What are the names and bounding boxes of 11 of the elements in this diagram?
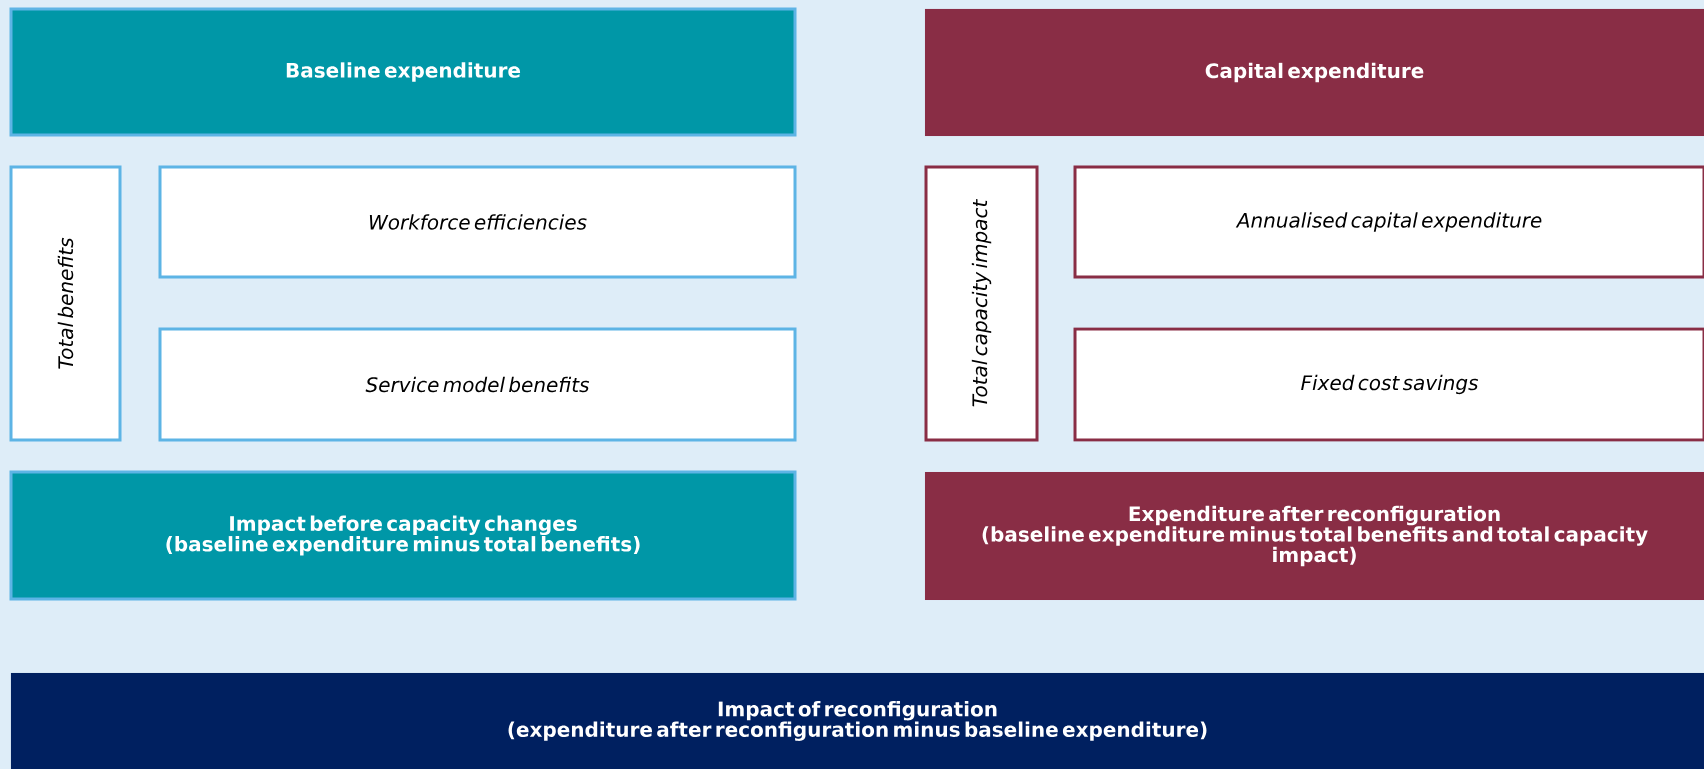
side-label-box: Total benefits	[9, 165, 122, 442]
item-box: Fixed cost savings	[1073, 327, 1704, 442]
result-box: Impact before capacity changes (baseline expenditure minus total benefits)	[9, 470, 797, 601]
item-box: Workforce efficiencies	[158, 165, 797, 279]
side-label-box: Total capacity impact	[924, 165, 1039, 442]
item-box: Annualised capital expenditure	[1073, 165, 1704, 279]
heading-box: Baseline expenditure	[9, 7, 797, 137]
heading-box: Capital expenditure	[924, 8, 1704, 137]
item-box: Service model benefits	[158, 327, 797, 442]
result-box: Expenditure after reconfiguration (baseline expenditure minus total benefits and total capacity impact)	[924, 471, 1704, 601]
summary-box: Impact of reconfiguration (expenditure after reconfiguration minus baseline expenditure)	[10, 672, 1704, 769]
